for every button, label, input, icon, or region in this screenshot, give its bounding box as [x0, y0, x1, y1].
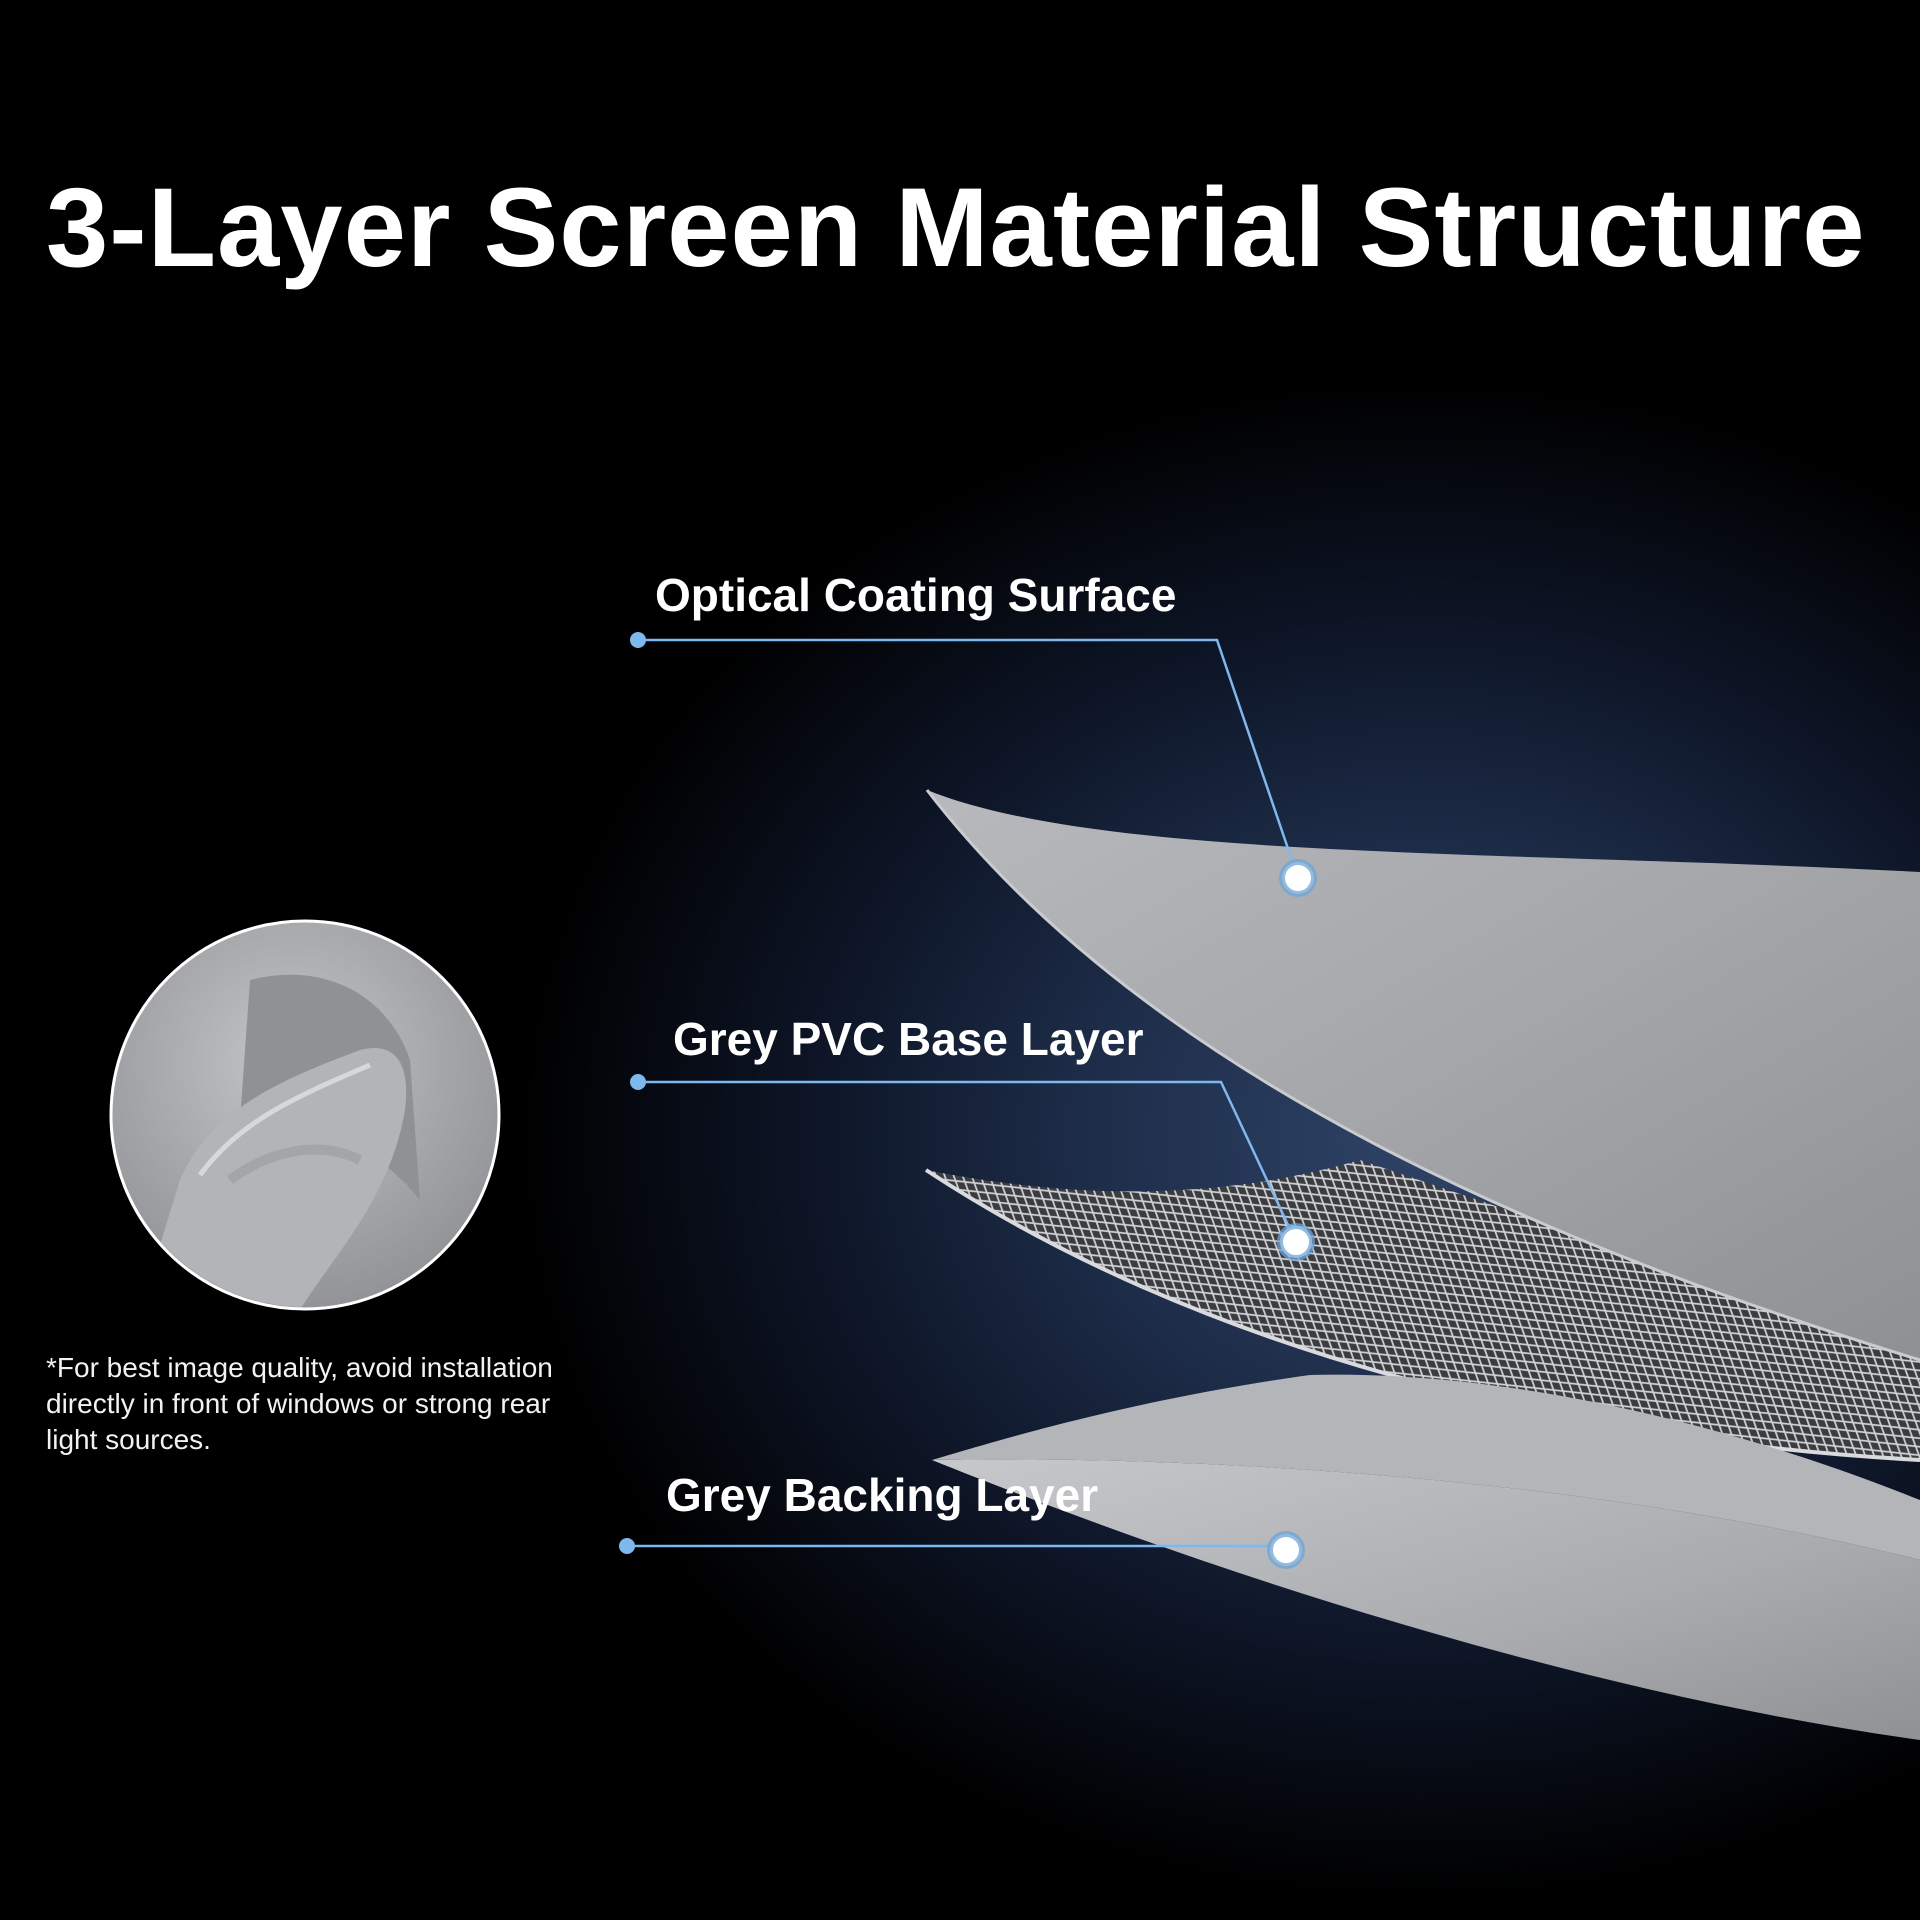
marker-dot-backing: [1267, 1531, 1305, 1569]
optical-coating-sheet: [927, 790, 1920, 1360]
leader-line-optical: [638, 638, 1300, 879]
leader-start-dot-base: [630, 1074, 646, 1090]
layer-label-grey-backing: Grey Backing Layer: [666, 1469, 1099, 1521]
optical-coating-edge-highlight: [925, 789, 1920, 1362]
layer-label-optical-coating: Optical Coating Surface: [655, 569, 1177, 621]
leader-start-dot-backing: [619, 1538, 635, 1554]
layer-label-grey-pvc-base: Grey PVC Base Layer: [673, 1013, 1144, 1065]
base-layer-mesh-sheet: [926, 1160, 1920, 1460]
marker-dot-base: [1277, 1223, 1315, 1261]
leader-start-dot-optical: [630, 632, 646, 648]
backing-layer-lip: [932, 1374, 1920, 1560]
inset-closeup: [109, 919, 501, 1311]
page-title: 3-Layer Screen Material Structure: [46, 165, 1866, 290]
leader-line-base: [638, 1080, 1298, 1243]
backing-layer-sheet: [932, 1459, 1920, 1740]
installation-note: *For best image quality, avoid installat…: [46, 1352, 553, 1455]
marker-dot-optical: [1279, 859, 1317, 897]
